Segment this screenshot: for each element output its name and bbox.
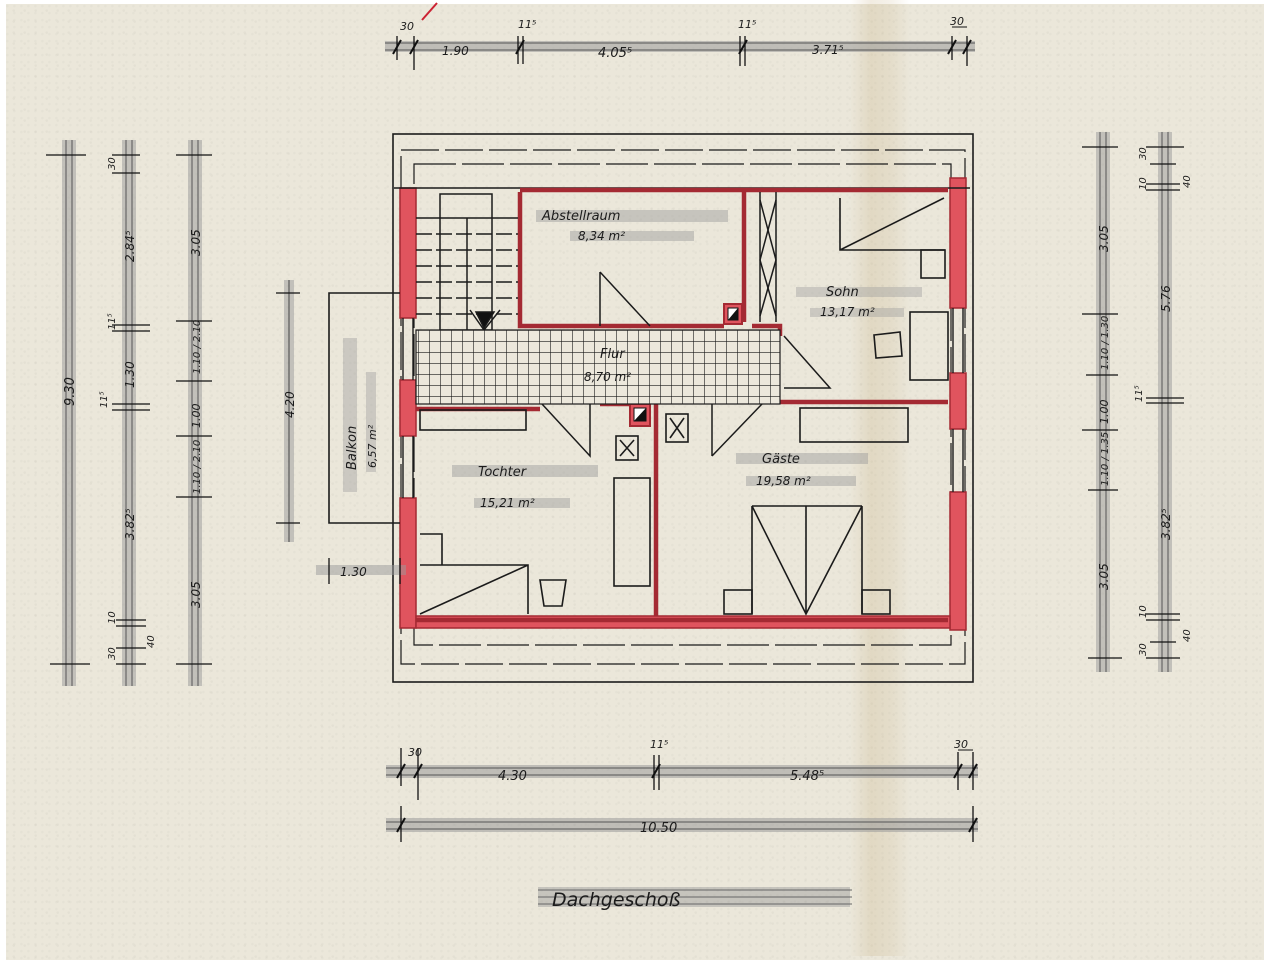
svg-text:11⁵: 11⁵ bbox=[107, 313, 118, 330]
svg-text:1.10 / 2.10: 1.10 / 2.10 bbox=[192, 440, 203, 494]
room-label-sohn: Sohn 13,17 m² bbox=[796, 285, 922, 319]
svg-text:11⁵: 11⁵ bbox=[1134, 385, 1145, 402]
svg-text:1.00: 1.00 bbox=[1098, 400, 1111, 425]
svg-text:30: 30 bbox=[1138, 147, 1149, 160]
room-label-tochter: Tochter 15,21 m² bbox=[452, 465, 598, 510]
svg-text:3.05: 3.05 bbox=[1097, 563, 1111, 590]
svg-text:2.84⁵: 2.84⁵ bbox=[123, 230, 137, 262]
room-label-flur: Flur 8,70 m² bbox=[584, 347, 631, 384]
svg-text:40: 40 bbox=[1182, 629, 1193, 642]
svg-text:30: 30 bbox=[107, 157, 118, 170]
chimney-shaft bbox=[629, 303, 743, 427]
dimension-line-right-outer: 30 10 40 5.76 11⁵ 3.82⁵ 10 30 40 bbox=[1134, 132, 1193, 672]
svg-text:3.05: 3.05 bbox=[189, 581, 203, 608]
svg-text:4.20: 4.20 bbox=[283, 391, 297, 418]
svg-text:1.00: 1.00 bbox=[190, 404, 203, 429]
dimension-line-bottom-total: 10.50 bbox=[386, 806, 978, 842]
svg-text:3.82⁵: 3.82⁵ bbox=[123, 508, 137, 540]
svg-text:4.05⁵: 4.05⁵ bbox=[598, 46, 632, 61]
svg-text:1.30: 1.30 bbox=[340, 565, 367, 579]
svg-text:Abstellraum: Abstellraum bbox=[541, 209, 620, 224]
svg-text:10: 10 bbox=[1138, 605, 1149, 618]
svg-text:1.30: 1.30 bbox=[123, 361, 137, 388]
svg-text:10: 10 bbox=[1138, 177, 1149, 190]
svg-text:3.05: 3.05 bbox=[189, 229, 203, 256]
svg-text:10.50: 10.50 bbox=[640, 821, 677, 836]
dimension-line-left-inner: 3.05 1.10 / 2.10 1.00 1.10 / 2.10 3.05 bbox=[176, 140, 212, 686]
svg-text:5.76: 5.76 bbox=[1159, 285, 1173, 312]
svg-text:11⁵: 11⁵ bbox=[99, 391, 110, 408]
svg-text:40: 40 bbox=[1182, 175, 1193, 188]
drawing-sheet bbox=[6, 4, 1264, 960]
drawing-title: Dachgeschoß bbox=[538, 887, 852, 911]
svg-text:1.10 / 2.10: 1.10 / 2.10 bbox=[192, 320, 203, 374]
furniture bbox=[419, 197, 949, 616]
svg-text:11⁵: 11⁵ bbox=[518, 18, 536, 31]
svg-text:30: 30 bbox=[954, 738, 968, 751]
hallway-tile-floor bbox=[415, 329, 781, 405]
svg-text:30: 30 bbox=[400, 20, 414, 33]
svg-text:1.90: 1.90 bbox=[442, 44, 469, 58]
svg-text:30: 30 bbox=[107, 647, 118, 660]
dimension-line-left-middle: 30 2.84⁵ 11⁵ 1.30 11⁵ 3.82⁵ 10 30 40 bbox=[99, 140, 157, 686]
svg-text:4.30: 4.30 bbox=[498, 769, 527, 784]
svg-text:19,58 m²: 19,58 m² bbox=[756, 474, 811, 488]
red-pencil-mark bbox=[421, 2, 438, 21]
svg-text:3.05: 3.05 bbox=[1097, 225, 1111, 252]
svg-text:3.82⁵: 3.82⁵ bbox=[1159, 508, 1173, 540]
svg-text:11⁵: 11⁵ bbox=[650, 738, 668, 751]
svg-text:Sohn: Sohn bbox=[826, 285, 859, 300]
svg-text:9.30: 9.30 bbox=[63, 377, 78, 406]
svg-text:30: 30 bbox=[950, 15, 964, 28]
svg-text:13,17 m²: 13,17 m² bbox=[820, 305, 875, 319]
staircase bbox=[416, 193, 518, 332]
svg-text:Tochter: Tochter bbox=[478, 465, 528, 480]
svg-text:Gäste: Gäste bbox=[762, 452, 800, 467]
svg-text:30: 30 bbox=[1138, 643, 1149, 656]
room-label-gaeste: Gäste 19,58 m² bbox=[736, 452, 868, 488]
svg-text:10: 10 bbox=[107, 611, 118, 624]
dimension-line-right-inner: 3.05 1.10 / 1.30 1.00 1.10 / 1.35 3.05 bbox=[1082, 132, 1122, 672]
svg-text:1.10 / 1.30: 1.10 / 1.30 bbox=[1100, 316, 1111, 370]
svg-text:3.71⁵: 3.71⁵ bbox=[812, 43, 844, 57]
svg-text:8,70 m²: 8,70 m² bbox=[584, 370, 631, 384]
svg-text:15,21 m²: 15,21 m² bbox=[480, 496, 535, 510]
door-swings bbox=[541, 192, 832, 458]
room-label-balkon: Balkon 6,57 m² bbox=[343, 338, 379, 492]
interior-walls bbox=[416, 187, 948, 623]
svg-text:5.48⁵: 5.48⁵ bbox=[790, 769, 824, 784]
svg-text:6,57 m²: 6,57 m² bbox=[366, 424, 379, 468]
balcony bbox=[328, 292, 400, 524]
svg-text:Balkon: Balkon bbox=[345, 426, 360, 470]
dimension-balcony-width: 1.30 bbox=[316, 558, 406, 584]
dimension-line-left-outer: 9.30 bbox=[46, 140, 90, 686]
dimension-line-bottom-row1: 30 4.30 11⁵ 5.48⁵ 30 bbox=[386, 738, 978, 800]
svg-text:11⁵: 11⁵ bbox=[738, 18, 756, 31]
dimension-line-top: 30 1.90 11⁵ 4.05⁵ 11⁵ 3.71⁵ 30 bbox=[385, 15, 975, 70]
room-label-abstellraum: Abstellraum 8,34 m² bbox=[536, 209, 728, 243]
svg-text:Flur: Flur bbox=[600, 347, 626, 362]
svg-text:40: 40 bbox=[146, 635, 157, 648]
svg-text:1.10 / 1.35: 1.10 / 1.35 bbox=[1100, 432, 1111, 486]
dimension-balcony-depth: 4.20 bbox=[276, 280, 300, 542]
svg-text:Dachgeschoß: Dachgeschoß bbox=[552, 889, 681, 911]
svg-text:8,34 m²: 8,34 m² bbox=[578, 229, 625, 243]
svg-text:30: 30 bbox=[408, 746, 422, 759]
